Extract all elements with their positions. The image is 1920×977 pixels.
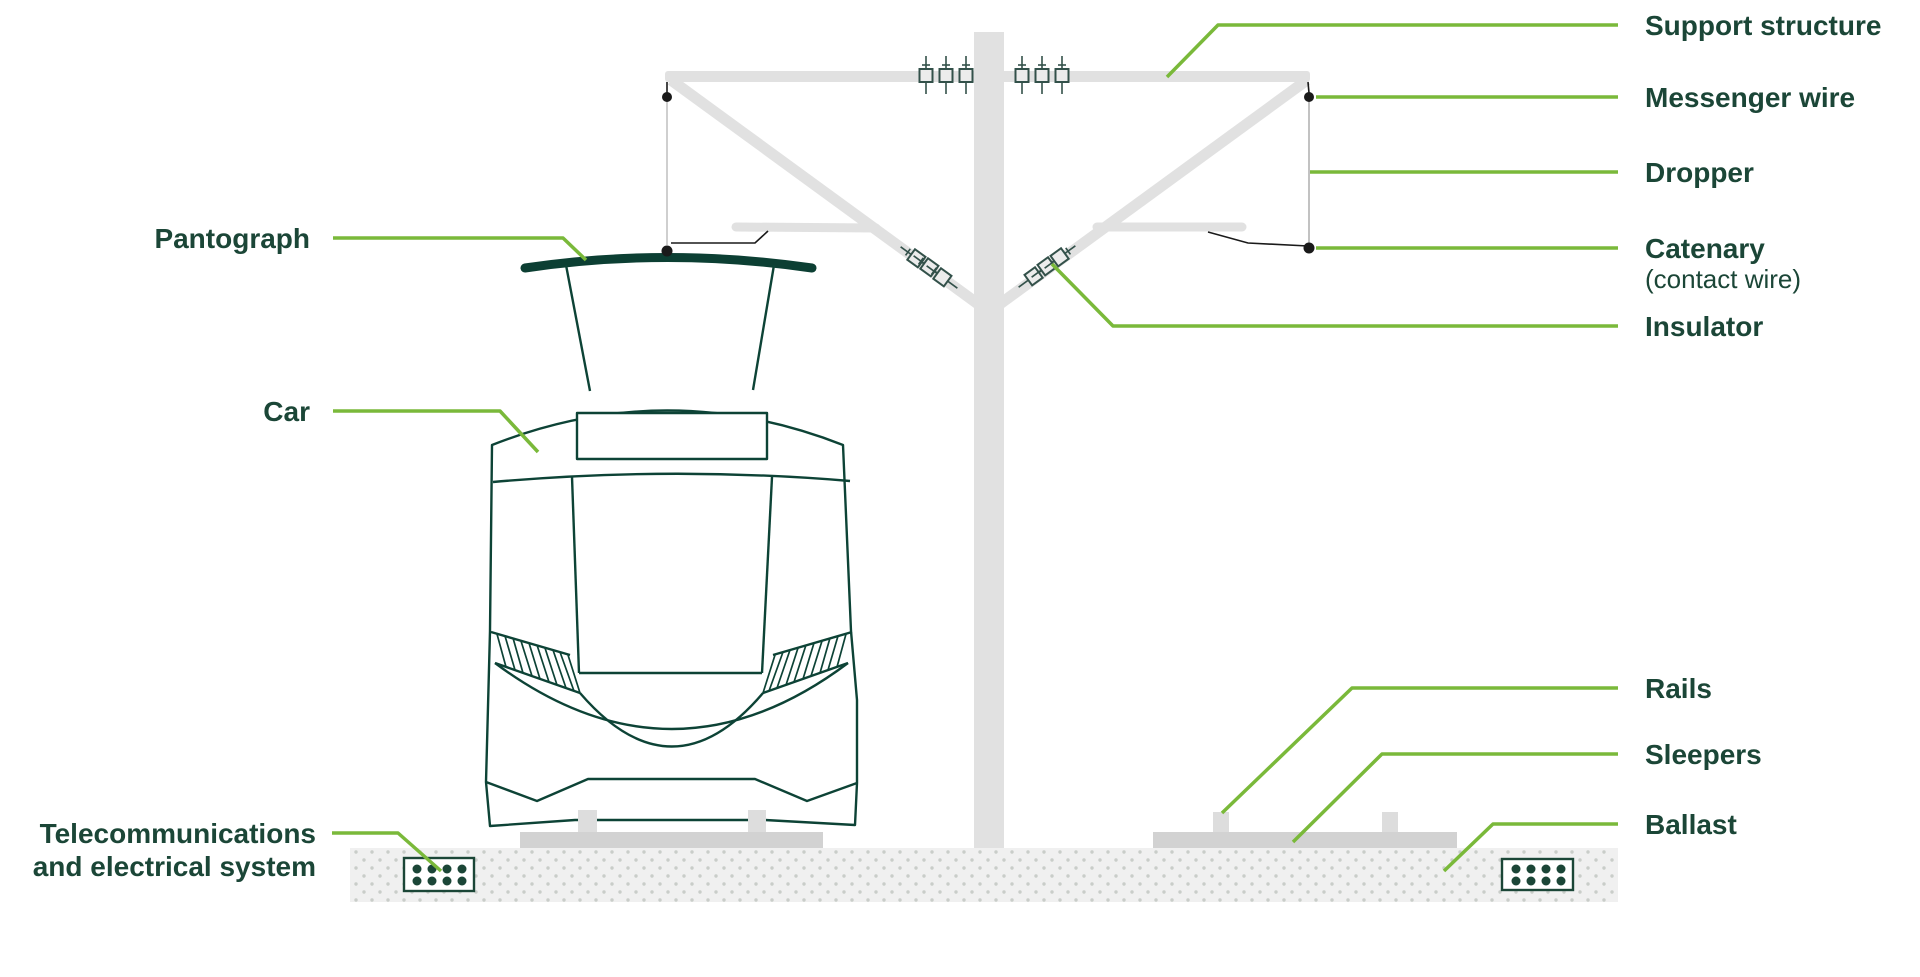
label-insulator: Insulator [1645,311,1763,342]
diagonal-brace-right [985,75,1311,317]
pantograph-frame [564,264,776,392]
label-support-structure: Support structure [1645,10,1881,41]
rail-icon [578,810,597,834]
label-sleepers: Sleepers [1645,739,1762,770]
messenger-wire-dot-left [662,92,672,102]
pole [974,32,1004,852]
leader-telecom [332,831,443,873]
leader-ballast [1442,822,1618,873]
telecom-box-right [1500,857,1575,892]
insulator-icon [1034,55,1050,95]
leader-car [333,409,540,454]
label-car: Car [263,396,310,427]
contact-wire-dot-left [661,245,673,257]
label-telecom-line1: Telecommunications [40,818,316,849]
windshield-top-line [492,472,851,484]
windshield-pillar-left [570,476,581,674]
steady-arm-left [671,230,769,244]
track-right [1153,812,1457,850]
label-telecom-line2: and electrical system [33,851,316,882]
sleeper-icon [520,832,823,848]
leader-insulator [1050,262,1618,328]
leader-lines [332,23,1618,873]
insulator-icon [1054,55,1070,95]
hatch-lines-left [496,633,581,694]
telecom-dots [1511,864,1566,886]
catenary-wires [661,81,1315,257]
hatch-lines-right [762,633,847,694]
front-fascia-line [485,777,858,803]
sleeper-icon [1153,832,1457,850]
insulator-icon [918,55,934,95]
cross-beam [665,71,1310,82]
overhead-support-structure [665,32,1311,852]
leader-rails [1220,686,1618,815]
rail-icon [1213,812,1229,834]
tram-car [484,253,859,828]
rail-icon [1382,812,1398,834]
dropper-link-right-top [1307,81,1310,94]
label-dropper: Dropper [1645,157,1754,188]
telecom-box-left [402,856,476,893]
bumper-arc-inner [579,692,764,748]
insulator-icon [1014,55,1030,95]
leader-sleepers [1291,752,1618,844]
contact-wire-dot-right [1303,242,1315,254]
ballast-band [350,848,1618,902]
label-rails: Rails [1645,673,1712,704]
label-pantograph: Pantograph [154,223,310,254]
pantograph-bow [520,253,817,273]
leader-pantograph [333,236,588,262]
insulator-icon [938,55,954,95]
windshield-pillar-right [760,476,774,674]
messenger-wire-dot-right [1304,92,1314,102]
label-catenary-sub: (contact wire) [1645,264,1801,294]
track-under-car [520,810,823,848]
leader-support-structure [1165,23,1618,79]
steady-arm-right [1207,231,1309,247]
registration-arm-left [731,222,881,233]
labels: Support structure Messenger wire Dropper… [33,10,1882,882]
bumper-arc-outer [494,662,849,731]
label-ballast: Ballast [1645,809,1737,840]
label-catenary: Catenary [1645,233,1765,264]
rail-icon [748,810,766,834]
insulator-icon [958,55,974,95]
label-messenger-wire: Messenger wire [1645,82,1855,113]
destination-sign [575,411,769,461]
